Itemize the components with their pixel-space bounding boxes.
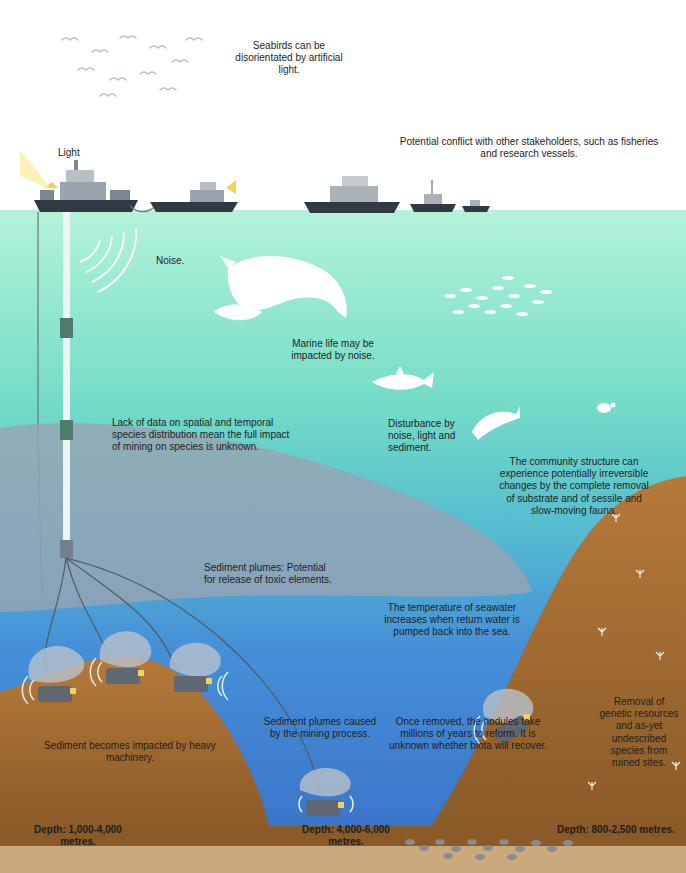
annotation-label: Sediment plumes: Potential for release o…: [204, 562, 336, 586]
depth-label: Depth: 4,000-6,000 metres.: [286, 824, 406, 848]
nodules: [405, 839, 573, 860]
sediment-layer: [0, 846, 686, 873]
corals: [588, 514, 680, 790]
seamount: [428, 476, 686, 830]
support-ship: [150, 180, 238, 212]
seabirds: [62, 36, 202, 96]
other-vessels: [304, 176, 490, 213]
annotation-label: The temperature of seawater increases wh…: [368, 602, 536, 639]
seabed-mound: [0, 657, 270, 830]
fish-school: [444, 276, 552, 316]
annotation-label: Noise.: [156, 255, 216, 267]
noise-waves: [80, 228, 136, 292]
annotation-label: Disturbance by noise, light and sediment…: [388, 418, 480, 455]
annotation-label: Seabirds can be disorientated by artific…: [224, 40, 354, 77]
light-beam: [20, 150, 52, 190]
riser-pipe: [60, 212, 73, 558]
sediment-plume: [0, 423, 532, 612]
depth-label: Depth: 800-2,500 metres.: [556, 824, 676, 836]
annotation-label: Sediment plumes caused by the mining pro…: [262, 716, 378, 740]
depth-label: Depth: 1,000-4,000 metres.: [18, 824, 138, 848]
whales: [214, 256, 347, 320]
annotation-label: Removal of genetic resources and as-yet …: [598, 696, 680, 769]
annotation-label: Once removed, the nodules take millions …: [384, 716, 552, 753]
annotation-label: Potential conflict with other stakeholde…: [394, 136, 664, 160]
sea: [0, 210, 686, 850]
annotation-label: The community structure can experience p…: [494, 456, 654, 517]
mining-ship: [34, 160, 138, 212]
annotation-label: Sediment becomes impacted by heavy machi…: [30, 740, 230, 764]
annotation-label: Lack of data on spatial and temporal spe…: [112, 417, 292, 454]
annotation-label: Light: [58, 147, 98, 159]
annotation-label: Marine life may be impacted by noise.: [272, 338, 394, 362]
